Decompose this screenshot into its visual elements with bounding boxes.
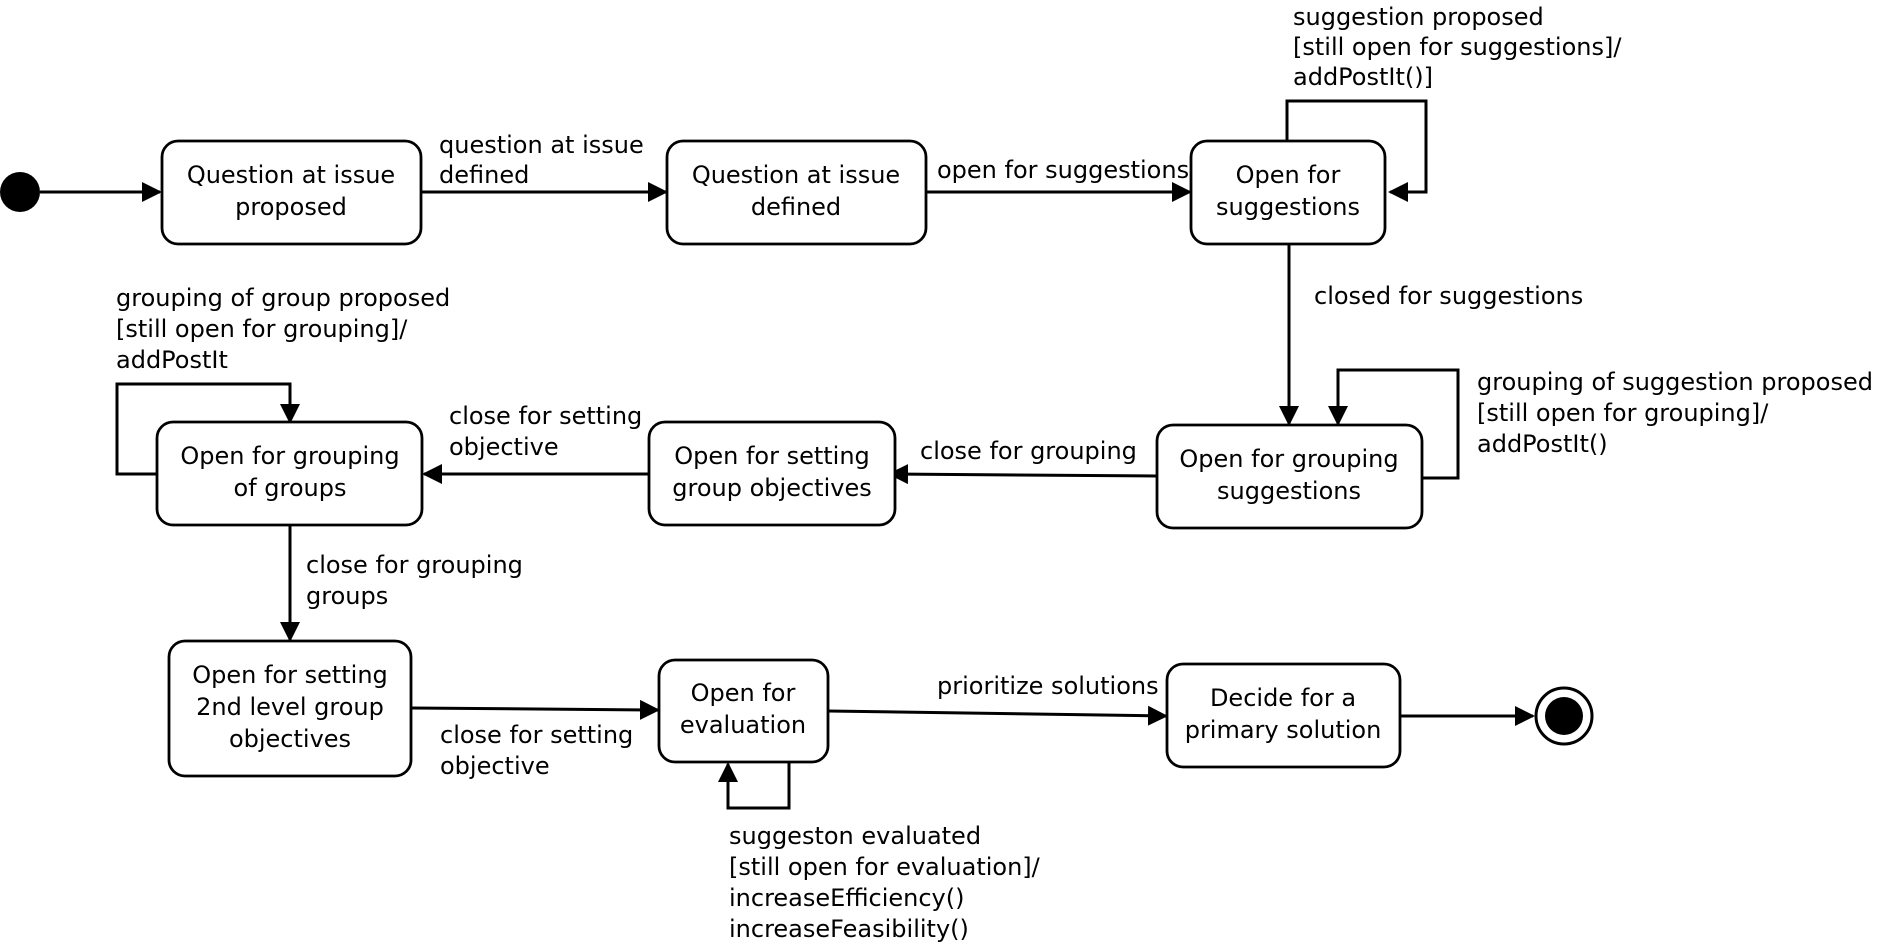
transition-label-line: addPostIt()] [1293,63,1433,91]
state-question-defined: Question at issue defined [665,139,928,246]
state-open-for-suggestions: Open for suggestions [1189,139,1387,246]
edge-s8-to-s9 [827,705,1168,726]
state-label-line: Question at issue [187,161,395,189]
state-question-proposed: Question at issue proposed [160,139,423,246]
transition-label-line: addPostIt [116,346,228,374]
state-open-for-grouping-of-groups: Open for grouping of groups [155,420,424,527]
state-open-for-grouping-suggestions: Open for grouping suggestions [1155,423,1424,530]
transition-label-line: objective [449,433,559,461]
transition-label-suggestion-evaluated: suggeston evaluated [still open for eval… [729,822,1041,943]
transition-label-line: suggestion proposed [1293,3,1544,31]
state-label-line: objectives [229,725,351,753]
transition-label-closed-for-suggestions: closed for suggestions [1314,282,1583,310]
transition-label-close-for-grouping: close for grouping [920,437,1137,465]
state-label-line: suggestions [1216,193,1360,221]
state-label-line: Open for [1236,161,1341,189]
transition-label-line: increaseFeasibility() [729,915,969,943]
state-label-line: 2nd level group [196,693,384,721]
state-open-for-setting-group-objectives: Open for setting group objectives [647,420,897,527]
state-label-line: group objectives [672,474,871,502]
state-label-line: defined [751,193,841,221]
transition-label-line: addPostIt() [1477,430,1608,458]
state-label-line: Open for grouping [1179,445,1398,473]
transition-label-line: close for grouping [306,551,523,579]
transition-label-line: grouping of suggestion proposed [1477,368,1873,396]
transition-label-prioritize-solutions: prioritize solutions [937,672,1159,700]
transition-label-line: closed for suggestions [1314,282,1583,310]
transition-label-close-for-setting-objective: close for setting objective [449,402,642,461]
transition-label-grouping-of-group: grouping of group proposed [still open f… [116,284,450,374]
transition-label-line: close for grouping [920,437,1137,465]
state-label-line: Open for [691,679,796,707]
transition-label-line: [still open for grouping]/ [1477,399,1769,427]
edge-s4-self [1328,368,1460,480]
transition-label-question-defined: question at issue defined [439,131,644,189]
state-label-line: evaluation [680,711,806,739]
transition-label-line: question at issue [439,131,644,159]
transition-label-line: groups [306,582,388,610]
state-label-line: Open for grouping [180,442,399,470]
transition-label-line: [still open for suggestions]/ [1293,33,1622,61]
transition-edges [40,99,1535,810]
edge-s7-to-s8 [410,699,660,720]
transition-label-line: increaseEfficiency() [729,884,965,912]
edge-s3-self [1285,99,1428,202]
state-label-line: proposed [235,193,347,221]
state-label-line: Decide for a [1210,684,1356,712]
state-decide-primary-solution: Decide for a primary solution [1165,662,1402,769]
state-label-line: suggestions [1217,477,1361,505]
transition-label-line: [still open for grouping]/ [116,315,408,343]
edge-s4-to-s5 [888,464,1157,485]
initial-state [0,172,40,212]
transition-label-line: [still open for evaluation]/ [729,853,1041,881]
transition-label-line: objective [440,752,550,780]
transition-label-line: open for suggestions [937,156,1189,184]
state-label-line: Question at issue [692,161,900,189]
state-open-for-setting-2nd-level-objectives: Open for setting 2nd level group objecti… [167,639,413,778]
transition-label-line: close for setting [449,402,642,430]
transition-label-line: close for setting [440,721,633,749]
state-label-line: of groups [234,474,347,502]
transition-label-suggestion-proposed: suggestion proposed [still open for sugg… [1293,3,1622,91]
final-state [1534,686,1594,746]
transition-label-line: defined [439,161,529,189]
state-open-for-evaluation: Open for evaluation [657,658,830,764]
transition-label-line: prioritize solutions [937,672,1159,700]
state-label-line: Open for setting [674,442,870,470]
transition-label-close-for-setting-objective-2: close for setting objective [440,721,633,780]
transition-label-close-for-grouping-groups: close for grouping groups [306,551,523,610]
transition-label-open-for-suggestions: open for suggestions [937,156,1189,184]
transition-label-line: suggeston evaluated [729,822,981,850]
transition-label-line: grouping of group proposed [116,284,450,312]
state-label-line: primary solution [1185,716,1382,744]
state-label-line: Open for setting [192,661,388,689]
edge-s8-self [718,762,791,810]
edge-s6-self [115,382,300,476]
transition-label-grouping-of-suggestion: grouping of suggestion proposed [still o… [1477,368,1873,458]
